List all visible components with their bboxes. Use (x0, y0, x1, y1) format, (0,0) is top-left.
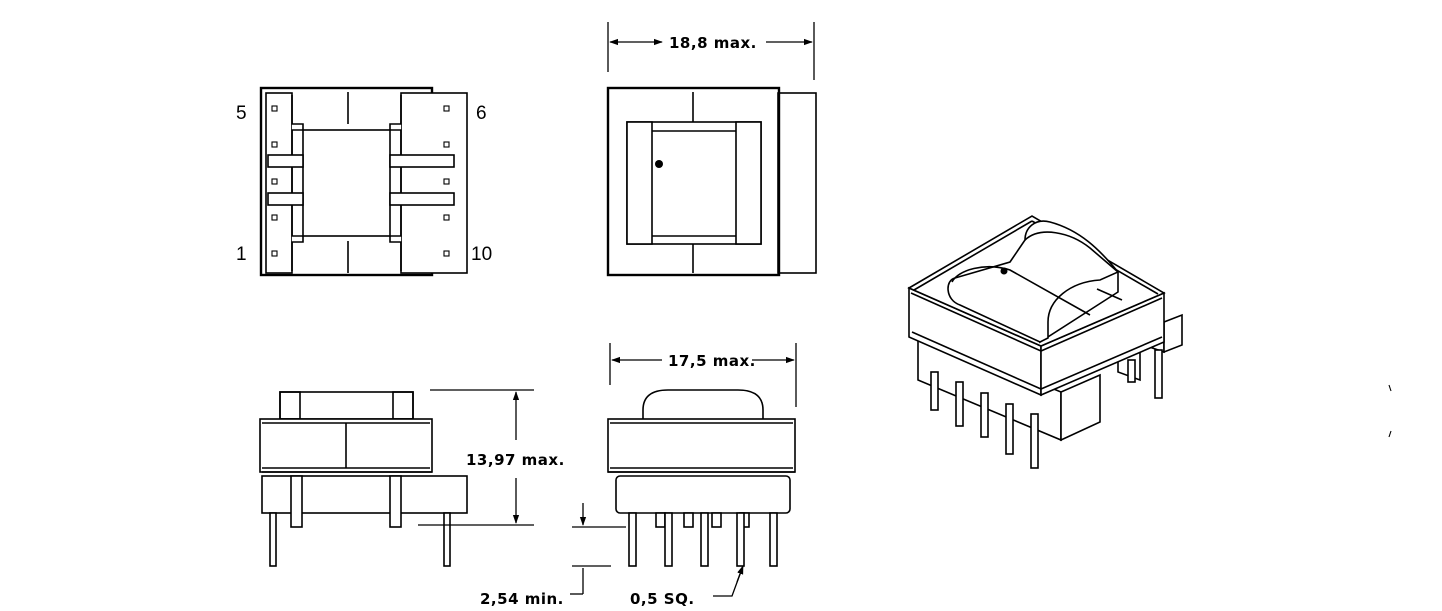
pin-one-dot (655, 160, 663, 168)
pin-length-dimension-label: 2,54 min. (480, 590, 564, 608)
front-view: 17,5 max. 2,54 min. 0,5 SQ. (480, 343, 797, 608)
height-dimension-label: 13,97 max. (466, 451, 565, 469)
pin-label-10: 10 (471, 244, 492, 265)
pin-size-label: 0,5 SQ. (630, 590, 695, 608)
top-view: 5 6 1 10 (236, 86, 492, 277)
front-width-dimension-label: 17,5 max. (668, 352, 756, 370)
pin-label-6: 6 (476, 103, 487, 124)
pin-label-5: 5 (236, 103, 247, 124)
pin-label-1: 1 (236, 244, 247, 265)
isometric-view (907, 215, 1183, 469)
core-top-view: 18,8 max. (606, 22, 817, 277)
side-view: 13,97 max. (259, 389, 565, 567)
isometric-pin-one-dot (1000, 267, 1008, 275)
width-dimension-label: 18,8 max. (669, 34, 757, 52)
